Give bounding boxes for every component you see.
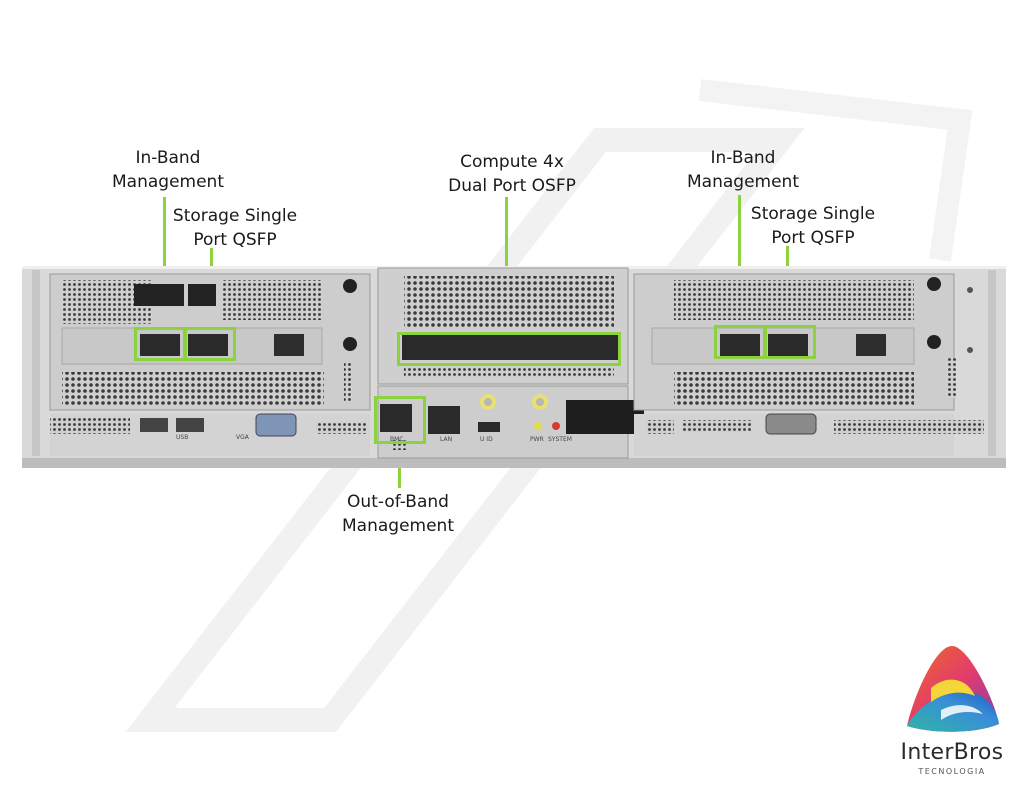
uid-label: U ID <box>480 436 493 443</box>
callout-storage-right: Storage Single Port QSFP <box>750 204 876 248</box>
bmc-port-highlight <box>374 396 426 444</box>
storage-left-port-highlight <box>184 327 236 361</box>
callout-compute: Compute 4x Dual Port OSFP <box>448 152 576 196</box>
leader-line-inband-right <box>738 195 741 325</box>
callout-oob: Out-of-Band Management <box>342 492 454 536</box>
leader-line-inband-left <box>163 197 166 327</box>
bmc-label: BMC <box>390 436 404 443</box>
pwr-label: PWR <box>530 436 544 443</box>
lan-label: LAN <box>440 436 453 443</box>
interbros-logo-icon <box>907 646 999 732</box>
leader-line-compute <box>505 197 508 333</box>
callout-inband-right: In-Band Management <box>687 148 799 192</box>
system-label: SYSTEM <box>548 436 572 443</box>
usb-label: USB <box>176 434 189 441</box>
callout-storage-left: Storage Single Port QSFP <box>172 206 298 250</box>
brand-name: InterBros <box>900 740 1004 765</box>
storage-right-port-highlight <box>764 325 816 359</box>
brand-tagline: TECNOLOGIA <box>918 767 986 776</box>
callout-inband-left: In-Band Management <box>112 148 224 192</box>
compute-osfp-ports-highlight <box>397 332 621 366</box>
inband-left-port-highlight <box>134 327 186 361</box>
vga-label: VGA <box>236 434 249 441</box>
server-chassis <box>22 266 1006 468</box>
inband-right-port-highlight <box>714 325 766 359</box>
